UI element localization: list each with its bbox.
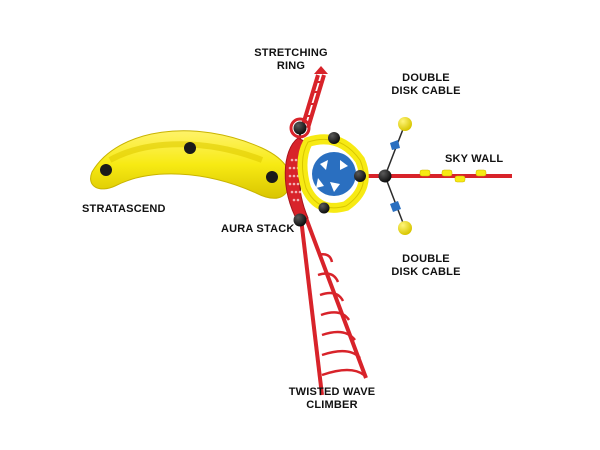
stretching-ring bbox=[289, 117, 311, 139]
twisted-wave-climber bbox=[298, 209, 368, 396]
label-stretching-ring-line2: RING bbox=[276, 60, 306, 72]
sky-wall-hold bbox=[475, 169, 487, 177]
central-ring bbox=[297, 134, 369, 213]
connector-ball bbox=[328, 132, 340, 144]
stratascend-hold bbox=[266, 171, 278, 183]
double-disk-cable-bottom bbox=[384, 175, 412, 235]
connector-ball bbox=[293, 121, 307, 135]
label-stretching-ring: STRETCHING RING bbox=[248, 47, 334, 73]
label-sky-wall: SKY WALL bbox=[445, 153, 504, 165]
aura-stack-panel bbox=[284, 137, 309, 223]
stratascend-hold bbox=[100, 164, 112, 176]
connector-ball bbox=[378, 169, 392, 183]
stratascend-hold bbox=[184, 142, 196, 154]
sky-wall-beam bbox=[385, 169, 512, 183]
sky-wall-hold bbox=[441, 169, 453, 177]
label-aura-stack: AURA STACK bbox=[221, 223, 295, 235]
sky-wall-hold bbox=[454, 175, 466, 183]
connector-balls bbox=[293, 121, 392, 227]
label-double-disk-cable-top-line2: DISK CABLE bbox=[391, 85, 461, 97]
label-stretching-ring-line1: STRETCHING bbox=[254, 47, 328, 59]
connector-ball bbox=[293, 213, 307, 227]
label-stratascend: STRATASCEND bbox=[82, 203, 166, 215]
label-double-disk-cable-top: DOUBLE DISK CABLE bbox=[386, 72, 466, 98]
connector-ball bbox=[354, 170, 366, 182]
label-double-disk-cable-bottom: DOUBLE DISK CABLE bbox=[386, 253, 466, 279]
label-double-disk-cable-bottom-line2: DISK CABLE bbox=[391, 266, 461, 278]
sky-wall-hold bbox=[419, 169, 431, 177]
double-disk-cable-top bbox=[384, 117, 412, 177]
stratascend-panel bbox=[90, 130, 292, 199]
label-twisted-wave-climber: TWISTED WAVE CLIMBER bbox=[287, 386, 377, 412]
label-twisted-wave-climber-line1: TWISTED WAVE bbox=[288, 386, 376, 398]
label-double-disk-cable-top-line1: DOUBLE bbox=[402, 72, 450, 84]
label-double-disk-cable-bottom-line1: DOUBLE bbox=[402, 253, 450, 265]
connector-ball bbox=[318, 202, 330, 214]
label-twisted-wave-climber-line2: CLIMBER bbox=[306, 399, 358, 411]
stretching-ring-mast bbox=[300, 66, 328, 129]
